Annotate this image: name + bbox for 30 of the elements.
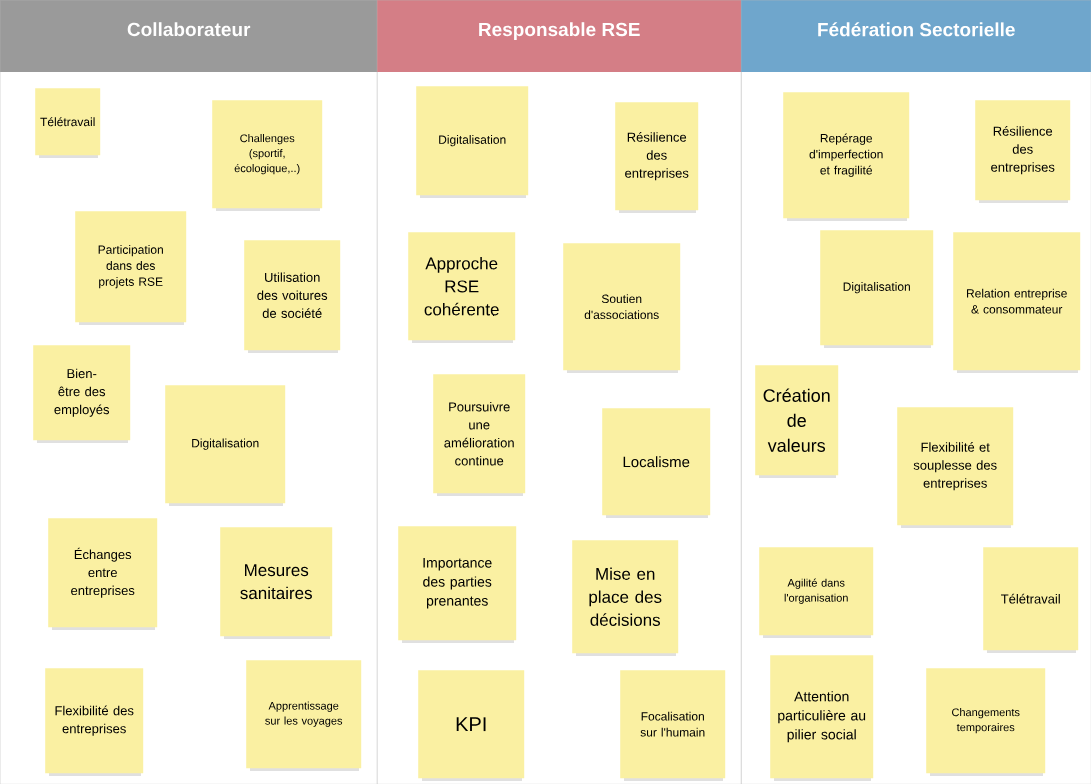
sticky-note: Poursuivre une amélioration continue — [433, 374, 526, 496]
sticky-note: Digitalisation — [165, 385, 286, 506]
sticky-note: KPI — [418, 670, 525, 781]
sticky-note: Focalisation sur l'humain — [620, 670, 726, 781]
sticky-note: Relation entreprise & consommateur — [953, 232, 1081, 373]
sticky-note: Localisme — [602, 408, 711, 518]
sticky-note: Digitalisation — [416, 86, 529, 198]
sticky-note: Échanges entre entreprises — [48, 518, 158, 630]
sticky-note: Approche RSE cohérente — [408, 232, 516, 343]
sticky-note: Création de valeurs — [755, 365, 839, 478]
sticky-note: Flexibilité et souplesse des entreprises — [897, 407, 1014, 528]
sticky-note: Challenges (sportif, écologique,..) — [212, 100, 323, 211]
sticky-note: Résilience des entreprises — [975, 100, 1071, 203]
sticky-note: Attention particulière au pilier social — [770, 655, 874, 781]
sticky-note: Mesures sanitaires — [220, 527, 333, 639]
sticky-note: Soutien d'associations — [563, 243, 681, 373]
sticky-note: Changements temporaires — [926, 668, 1046, 776]
sticky-note: Télétravail — [983, 547, 1079, 653]
sticky-note: Digitalisation — [820, 230, 934, 348]
sticky-note: Télétravail — [35, 88, 101, 158]
sticky-note: Mise en place des décisions — [572, 540, 679, 656]
sticky-note: Flexibilité des entreprises — [45, 668, 144, 776]
sticky-note: Agilité dans l'organisation — [759, 547, 874, 638]
sticky-note: Repérage d'imperfection et fragilité — [783, 92, 910, 221]
sticky-note: Bien-être des employés — [33, 345, 131, 443]
sticky-note: Participation dans des projets RSE — [75, 211, 187, 325]
sticky-note: Apprentissage sur les voyages — [246, 660, 362, 771]
sticky-note: Résilience des entreprises — [615, 102, 699, 213]
sticky-note: Utilisation des voitures de société — [244, 240, 341, 353]
sticky-note: Importance des parties prenantes — [398, 526, 517, 643]
